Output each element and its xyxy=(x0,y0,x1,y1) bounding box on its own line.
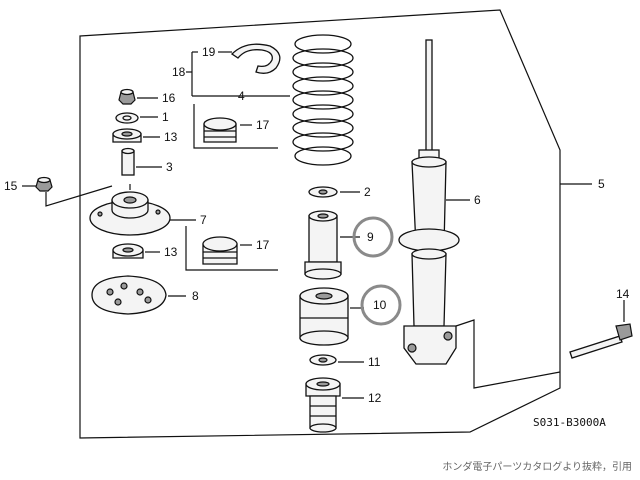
rubber-part-17-lower xyxy=(202,236,238,265)
callout-1: 1 xyxy=(162,110,169,124)
washer-part-11 xyxy=(309,354,337,366)
bushing-part-13-upper xyxy=(112,128,142,143)
coil-spring-part-4 xyxy=(292,34,354,166)
callout-15: 15 xyxy=(4,179,18,193)
callout-11: 11 xyxy=(368,355,381,369)
collar-part-3 xyxy=(121,147,135,176)
source-caption: ホンダ電子パーツカタログより抜粋，引用 xyxy=(442,460,632,473)
callout-14: 14 xyxy=(616,287,630,301)
callout-4: 4 xyxy=(238,89,245,103)
callout-13-upper: 13 xyxy=(164,130,178,144)
callout-7: 7 xyxy=(200,213,207,227)
rubber-part-17-upper xyxy=(203,117,237,143)
callout-12: 12 xyxy=(368,391,382,405)
highlight-circle-part-9 xyxy=(352,216,394,258)
lower-plate-part-8 xyxy=(91,275,167,315)
bushing-part-13-lower xyxy=(112,243,144,259)
shock-absorber-part-6 xyxy=(398,39,460,365)
self-locking-nut-part-16 xyxy=(118,88,136,105)
dust-cover-part-9 xyxy=(304,210,342,280)
callout-13-lower: 13 xyxy=(164,245,178,259)
callout-2: 2 xyxy=(364,185,371,199)
diagram-code: S031-B3000A xyxy=(533,416,606,429)
flange-nut-part-15 xyxy=(35,176,53,192)
callout-19: 19 xyxy=(202,45,216,59)
callout-17-lower: 17 xyxy=(256,238,270,252)
bump-stop-part-10 xyxy=(299,287,349,346)
highlight-circle-part-10 xyxy=(360,284,402,326)
bolt-part-14 xyxy=(569,323,633,359)
washer-part-1 xyxy=(115,112,139,124)
washer-part-2 xyxy=(308,186,338,198)
callout-18: 18 xyxy=(172,65,186,79)
mount-base-part-7 xyxy=(89,184,171,236)
assembly-frame xyxy=(79,9,561,439)
callout-8: 8 xyxy=(192,289,199,303)
lower-rubber-part-12 xyxy=(305,377,341,433)
callout-5: 5 xyxy=(598,177,605,191)
callout-16: 16 xyxy=(162,91,176,105)
callout-17-upper: 17 xyxy=(256,118,270,132)
callout-3: 3 xyxy=(166,160,173,174)
callout-6: 6 xyxy=(474,193,481,207)
spring-seat-part-19 xyxy=(230,43,281,74)
callout-9: 9 xyxy=(367,230,374,244)
callout-10: 10 xyxy=(373,298,387,312)
